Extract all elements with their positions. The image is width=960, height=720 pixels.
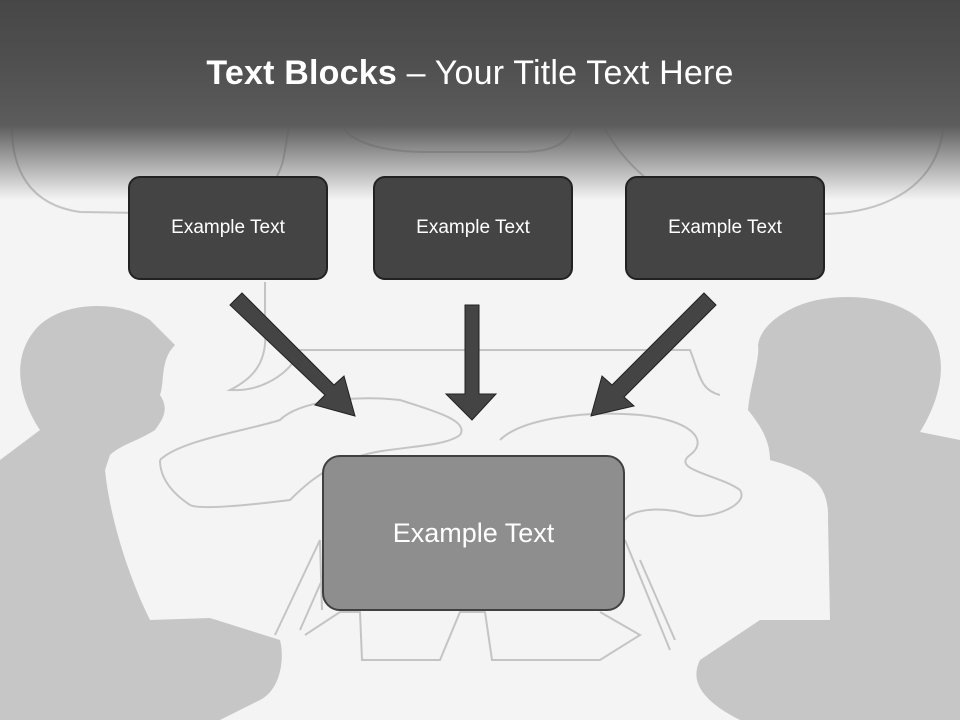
- arrow-left-diagonal: [229, 292, 356, 417]
- text-block-top-center[interactable]: Example Text: [373, 176, 573, 280]
- text-block-center-label: Example Text: [392, 517, 555, 548]
- text-block-top-right[interactable]: Example Text: [625, 176, 825, 280]
- slide-title: Text Blocks – Your Title Text Here: [0, 54, 940, 93]
- bottom-speech-shapes: [304, 611, 642, 661]
- text-block-top-center-label: Example Text: [416, 217, 530, 238]
- text-block-top-right-label: Example Text: [668, 217, 782, 238]
- text-block-top-left-label: Example Text: [171, 217, 285, 238]
- title-bar: [0, 0, 960, 200]
- arrow-right-diagonal: [590, 292, 717, 417]
- speech-bubble-mid-outline: [226, 282, 721, 396]
- laptop-left-outline: [274, 539, 323, 636]
- title-separator: –: [396, 54, 435, 92]
- laptop-right-outline: [624, 539, 676, 651]
- arrow-center-down: [444, 304, 498, 421]
- text-block-center[interactable]: Example Text: [322, 455, 625, 611]
- title-rest-text: Your Title Text Here: [434, 54, 734, 92]
- title-bold-text: Text Blocks: [206, 54, 397, 92]
- left-person-silhouette: [0, 306, 282, 720]
- scribble-line-left: [159, 397, 463, 509]
- right-person-silhouette: [696, 297, 960, 720]
- text-block-top-left[interactable]: Example Text: [128, 176, 328, 280]
